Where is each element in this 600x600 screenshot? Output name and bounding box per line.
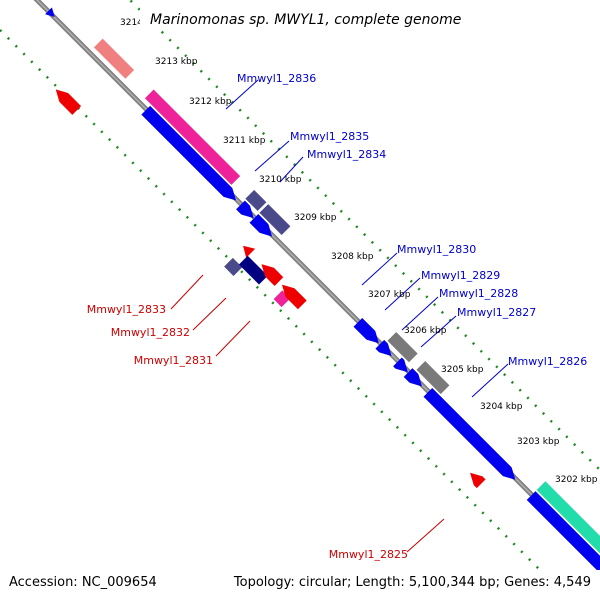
gene-label-mmwyl1_2828[interactable]: Mmwyl1_2828 [439,287,518,300]
gene-label-mmwyl1_2830[interactable]: Mmwyl1_2830 [397,243,476,256]
feature-blue-small-a [236,200,254,219]
tick-label: 3206 kbp [404,326,447,336]
leader-line-mmwyl1_2836 [225,79,259,110]
feature-blue-2830 [353,317,379,344]
label-leader-lines [170,79,509,553]
feature-blue-2826 [423,387,516,480]
gene-label-mmwyl1_2831[interactable]: Mmwyl1_2831 [134,354,213,367]
leader-line-mmwyl1_2831 [215,320,251,357]
tick-label: 3204 kbp [480,402,523,412]
gene-label-mmwyl1_2836[interactable]: Mmwyl1_2836 [237,72,316,85]
gene-label-mmwyl1_2826[interactable]: Mmwyl1_2826 [508,355,587,368]
feature-slate-2833 [224,257,243,277]
feature-gray-2828 [416,360,450,395]
title-background [140,6,460,28]
feature-pink-top [93,38,135,79]
feature-gray-2829 [387,331,418,363]
tick-label: 3211 kbp [223,136,266,146]
map-title: Marinomonas sp. MWYL1, complete genome [150,12,461,28]
feature-red-2833-small [243,245,256,258]
leader-line-mmwyl1_2834 [279,156,304,183]
feature-red-2832 [261,264,284,287]
tick-label: 3210 kbp [259,175,302,185]
tick-label: 3208 kbp [331,252,374,262]
leader-line-mmwyl1_2833 [170,274,204,310]
backbone-highlight [35,0,600,565]
tick-label: 3203 kbp [517,437,560,447]
feature-blue-small-d [403,368,422,387]
gene-label-mmwyl1_2827[interactable]: Mmwyl1_2827 [457,306,536,319]
tick-label: 3209 kbp [294,213,337,223]
leader-line-mmwyl1_2826 [471,363,509,398]
feature-blue-small-c [393,357,408,373]
forward-tick-dots [128,0,600,472]
gene-features [45,7,600,574]
gene-label-mmwyl1_2833[interactable]: Mmwyl1_2833 [87,303,166,316]
tick-label: 3205 kbp [441,365,484,375]
genome-summary-text: Topology: circular; Length: 5,100,344 bp… [233,575,591,590]
leader-line-mmwyl1_2835 [254,140,290,172]
feature-teal-top-right [536,481,600,554]
feature-slate-2835 [245,189,267,212]
gene-label-mmwyl1_2835[interactable]: Mmwyl1_2835 [290,130,369,143]
feature-red-2831 [281,284,307,310]
feature-blue-2830-tail [375,339,392,357]
feature-red-left [55,89,82,115]
footer-background [0,570,600,600]
feature-blue-2836 [141,105,237,201]
gene-label-mmwyl1_2832[interactable]: Mmwyl1_2832 [111,326,190,339]
leader-line-mmwyl1_2830 [361,252,398,286]
tick-label: 3212 kbp [189,97,232,107]
gene-labels: Mmwyl1_2836Mmwyl1_2835Mmwyl1_2834Mmwyl1_… [87,72,588,561]
leader-line-mmwyl1_2827 [420,315,457,348]
genome-backbone [33,0,600,567]
leader-line-mmwyl1_2828 [401,296,439,331]
tick-label: 3202 kbp [555,475,598,485]
feature-red-2825 [470,472,486,489]
leader-line-mmwyl1_2825 [406,518,445,553]
leader-line-mmwyl1_2829 [384,277,421,311]
feature-magenta-2836 [144,89,241,185]
gene-label-mmwyl1_2825[interactable]: Mmwyl1_2825 [329,548,408,561]
leader-line-mmwyl1_2832 [192,297,227,331]
feature-blue-bottom-right [526,491,600,574]
gene-label-mmwyl1_2834[interactable]: Mmwyl1_2834 [307,148,386,161]
feature-blue-top-edge [45,7,55,17]
gene-label-mmwyl1_2829[interactable]: Mmwyl1_2829 [421,269,500,282]
tick-label: 3207 kbp [368,290,411,300]
tick-label: 3213 kbp [155,57,198,67]
feature-slate-2834 [259,204,291,236]
accession-text: Accession: NC_009654 [9,575,157,590]
feature-blue-small-b [249,213,273,237]
